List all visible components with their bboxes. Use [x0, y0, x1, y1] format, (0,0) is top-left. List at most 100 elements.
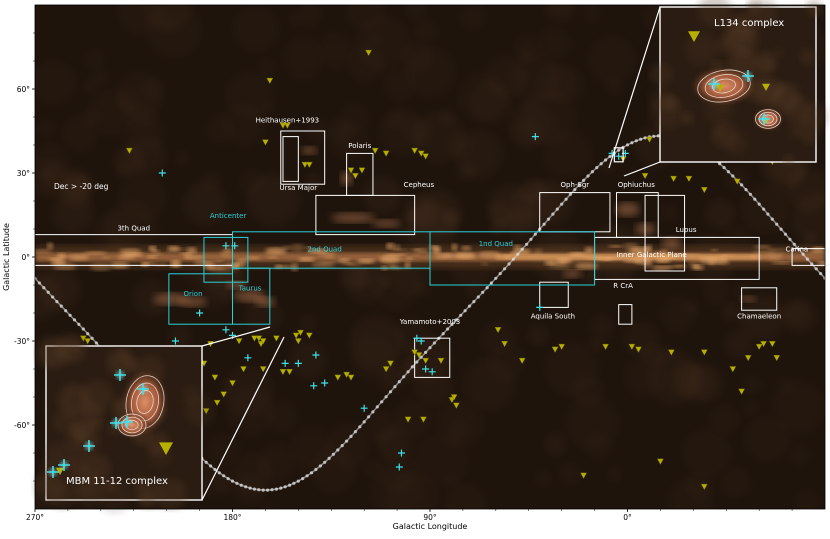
- inset-source-box: [613, 147, 624, 163]
- cross-marker: [531, 133, 539, 141]
- triangle-marker: [297, 329, 304, 337]
- plane-knot: [412, 253, 421, 257]
- dust-blob: [326, 423, 371, 468]
- region-label: Cepheus: [404, 181, 435, 189]
- dust-blob: [527, 324, 549, 346]
- dust-blob: [582, 5, 601, 22]
- dust-blob: [298, 5, 322, 26]
- cloud-emission: [615, 202, 640, 217]
- triangle-marker: [294, 338, 302, 345]
- cross-marker: [397, 449, 405, 457]
- plane-knot: [89, 262, 112, 271]
- dust-blob: [447, 418, 471, 442]
- dust-blob: [317, 33, 353, 69]
- inset-cloud: [114, 411, 150, 439]
- dust-blob: [62, 117, 97, 152]
- molecular-clouds: [153, 146, 757, 307]
- triangle-marker: [259, 338, 267, 345]
- cross-marker: [222, 242, 230, 250]
- dust-blob: [394, 318, 429, 354]
- region-box: [741, 287, 778, 311]
- plane-knot: [451, 243, 458, 252]
- triangle-marker: [700, 349, 708, 356]
- triangle-marker: [646, 136, 653, 143]
- plane-knot: [556, 259, 567, 266]
- triangle-marker: [551, 346, 559, 353]
- inset-texture: [103, 479, 117, 493]
- triangle-marker: [347, 374, 355, 381]
- triangle-marker: [422, 357, 429, 365]
- dust-blob: [347, 44, 385, 82]
- inset-texture: [783, 154, 795, 166]
- triangle-marker: [84, 338, 92, 345]
- triangle-marker: [305, 161, 313, 169]
- y-tick-label: 30°: [17, 169, 31, 178]
- dust-blob: [346, 5, 385, 30]
- dust-blob: [803, 231, 817, 245]
- dust-blob: [738, 293, 786, 341]
- dust-blob: [469, 79, 513, 124]
- inset-texture: [680, 111, 694, 125]
- plane-knot: [478, 251, 501, 259]
- plane-knot: [817, 260, 825, 266]
- plane-knot: [55, 262, 77, 266]
- inset-contour: [121, 416, 143, 434]
- dust-blob: [85, 50, 106, 71]
- triangle-marker: [301, 161, 309, 169]
- dust-blob: [588, 337, 604, 352]
- dust-blob: [415, 368, 453, 407]
- triangle-marker: [452, 402, 460, 409]
- triangle-marker: [334, 374, 342, 381]
- cloud-emission: [226, 281, 247, 289]
- plane-knot: [766, 248, 787, 252]
- dust-blob: [791, 193, 825, 248]
- plane-knot: [693, 264, 700, 269]
- triangle-marker: [126, 147, 133, 155]
- dust-blob: [647, 351, 701, 404]
- inset-cross-marker: [110, 417, 122, 429]
- plane-knot: [597, 257, 611, 261]
- inset-texture: [106, 348, 135, 377]
- y-tick-label: -60°: [14, 421, 30, 430]
- inset-connector: [623, 161, 661, 177]
- plane-knot: [304, 246, 312, 249]
- triangle-marker: [494, 327, 502, 334]
- triangle-marker: [768, 341, 776, 348]
- cross-marker: [413, 334, 421, 342]
- dust-blob: [261, 501, 274, 509]
- region-box-cyan: [429, 231, 596, 286]
- region-label-cyan: Anticenter: [210, 212, 247, 220]
- region-label: Yamamoto+2003: [399, 318, 461, 326]
- dust-blob: [221, 376, 239, 394]
- plane-inner-core: [495, 254, 760, 260]
- dust-blob: [339, 262, 369, 291]
- plane-knot: [357, 258, 376, 264]
- region-label: Polaris: [348, 142, 371, 150]
- cross-marker: [312, 351, 320, 359]
- dust-blob: [35, 61, 76, 105]
- plane-knot: [414, 248, 429, 253]
- dust-blob: [225, 71, 275, 121]
- triangle-marker: [602, 343, 609, 351]
- inset-contour: [755, 109, 781, 129]
- plane-knot: [220, 249, 233, 258]
- dust-blob: [350, 335, 397, 382]
- triangle-marker: [365, 49, 372, 57]
- plane-knot: [753, 245, 772, 249]
- cloud-emission: [301, 146, 318, 155]
- inset-cross-marker: [758, 113, 770, 125]
- inset-texture: [770, 82, 801, 113]
- inset-triangle-marker: [716, 84, 724, 92]
- region-box: [280, 130, 326, 185]
- cross-marker: [196, 309, 204, 317]
- inset-texture: [74, 478, 103, 507]
- dust-blob: [175, 151, 189, 165]
- dust-blob: [93, 210, 140, 257]
- triangle-marker: [347, 167, 355, 174]
- plane-knot: [811, 246, 825, 253]
- dust-blob: [413, 433, 468, 489]
- dust-blob: [81, 107, 101, 127]
- inset-cross-marker: [708, 78, 720, 90]
- dust-blob: [543, 434, 566, 457]
